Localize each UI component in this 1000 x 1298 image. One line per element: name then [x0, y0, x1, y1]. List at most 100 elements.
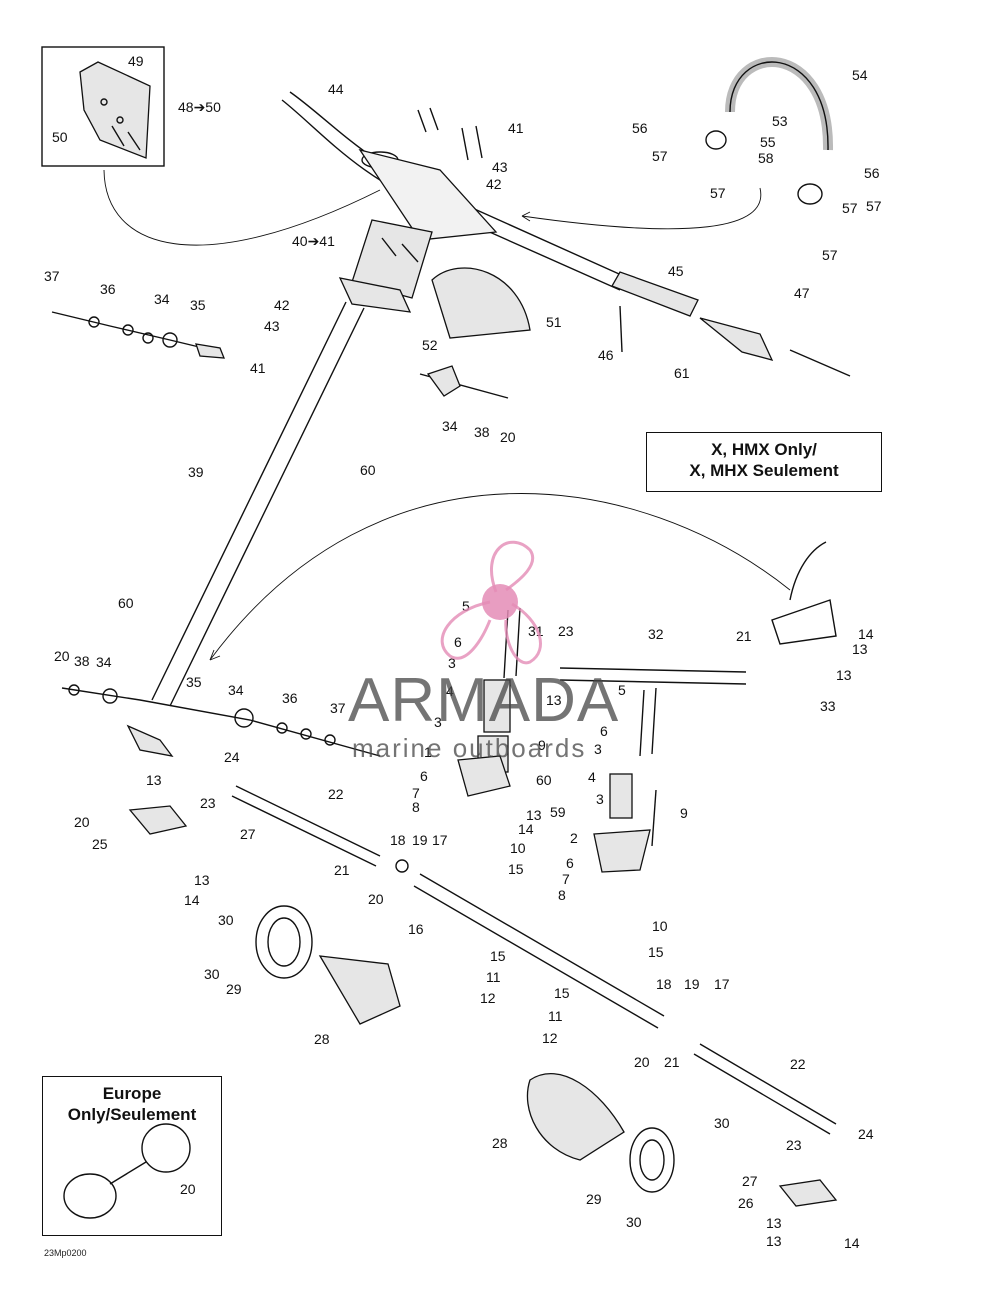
part-callout: 13: [852, 641, 868, 657]
part-callout: 8: [558, 887, 566, 903]
part-callout: 3: [596, 791, 604, 807]
part-callout: 57: [822, 247, 838, 263]
part-callout: 60: [118, 595, 134, 611]
part-callout: 38: [74, 653, 90, 669]
left-tie-rod: [128, 785, 409, 873]
part-callout: 60: [360, 462, 376, 478]
model-note-line2: X, MHX Seulement: [689, 461, 839, 480]
part-callout: 13: [766, 1215, 782, 1231]
part-callout: 6: [420, 768, 428, 784]
part-callout: 13: [526, 807, 542, 823]
part-callout: 57: [866, 198, 882, 214]
europe-note-box: Europe Only/Seulement: [42, 1076, 222, 1236]
part-callout: 46: [598, 347, 614, 363]
part-callout: 20: [634, 1054, 650, 1070]
part-callout: 33: [820, 698, 836, 714]
part-callout: 12: [542, 1030, 558, 1046]
part-callout: 42: [486, 176, 502, 192]
part-callout: 6: [600, 723, 608, 739]
boot-right: [526, 1073, 675, 1193]
part-callout: 34: [228, 682, 244, 698]
part-callout: 34: [442, 418, 458, 434]
part-callout: 14: [858, 626, 874, 642]
figure-code: 23Mp0200: [44, 1248, 87, 1258]
part-callout: 17: [714, 976, 730, 992]
inset-pad-box: [41, 46, 165, 167]
part-callout: 26: [738, 1195, 754, 1211]
part-callout: 6: [454, 634, 462, 650]
part-callout: 20: [74, 814, 90, 830]
part-callout: 51: [546, 314, 562, 330]
part-callout: 36: [282, 690, 298, 706]
part-callout: 28: [492, 1135, 508, 1151]
part-callout: 14: [184, 892, 200, 908]
part-callout: 28: [314, 1031, 330, 1047]
part-callout: 13: [194, 872, 210, 888]
part-callout: 14: [518, 821, 534, 837]
part-callout: 8: [412, 799, 420, 815]
part-callout: 3: [594, 741, 602, 757]
part-callout: 27: [742, 1173, 758, 1189]
part-callout: 37: [44, 268, 60, 284]
part-callout: 9: [680, 805, 688, 821]
part-callout: 31: [528, 623, 544, 639]
part-callout: 23: [200, 795, 216, 811]
part-callout: 35: [190, 297, 206, 313]
part-callout: 39: [188, 464, 204, 480]
part-callout: 52: [422, 337, 438, 353]
part-callout: 41: [508, 120, 524, 136]
part-callout: 15: [648, 944, 664, 960]
part-callout: 25: [92, 836, 108, 852]
part-callout: 58: [758, 150, 774, 166]
part-callout: 10: [652, 918, 668, 934]
part-callout: 48➔50: [178, 99, 221, 115]
upper-tie-rod: [559, 541, 837, 685]
part-callout: 21: [334, 862, 350, 878]
part-callout: 34: [96, 654, 112, 670]
part-callout: 11: [486, 969, 501, 985]
part-callout: 5: [462, 598, 470, 614]
part-callout: 61: [674, 365, 690, 381]
part-callout: 23: [786, 1137, 802, 1153]
part-callout: 20: [180, 1181, 196, 1197]
part-callout: 13: [546, 692, 562, 708]
part-callout: 15: [490, 948, 506, 964]
part-callout: 15: [508, 861, 524, 877]
part-callout: 42: [274, 297, 290, 313]
part-callout: 57: [652, 148, 668, 164]
part-callout: 22: [328, 786, 344, 802]
center-post-assembly: [457, 607, 657, 873]
part-callout: 4: [446, 683, 454, 699]
part-callout: 43: [264, 318, 280, 334]
part-callout: 37: [330, 700, 346, 716]
part-callout: 24: [224, 749, 240, 765]
part-callout: 43: [492, 159, 508, 175]
europe-note-line1: Europe: [102, 1084, 162, 1103]
part-callout: 12: [480, 990, 496, 1006]
part-callout: 29: [226, 981, 242, 997]
part-callout: 19: [684, 976, 700, 992]
model-note-line1: X, HMX Only/: [711, 440, 817, 459]
part-callout: 23: [558, 623, 574, 639]
part-callout: 3: [434, 714, 442, 730]
part-callout: 1: [424, 744, 432, 760]
part-callout: 6: [566, 855, 574, 871]
part-callout: 2: [570, 830, 578, 846]
part-callout: 11: [548, 1008, 563, 1024]
part-callout: 13: [146, 772, 162, 788]
part-callout: 50: [52, 129, 68, 145]
part-callout: 56: [632, 120, 648, 136]
part-callout: 55: [760, 134, 776, 150]
part-callout: 16: [408, 921, 424, 937]
europe-note-line2: Only/Seulement: [67, 1105, 197, 1124]
handlebar-assembly: [281, 91, 851, 399]
steering-column: [151, 301, 365, 707]
part-callout: 44: [328, 81, 344, 97]
part-callout: 57: [710, 185, 726, 201]
part-callout: 29: [586, 1191, 602, 1207]
model-note-box: X, HMX Only/ X, MHX Seulement: [646, 432, 882, 492]
upper-link-chain: [51, 311, 461, 397]
part-callout: 22: [790, 1056, 806, 1072]
part-callout: 18: [656, 976, 672, 992]
part-callout: 7: [562, 871, 570, 887]
